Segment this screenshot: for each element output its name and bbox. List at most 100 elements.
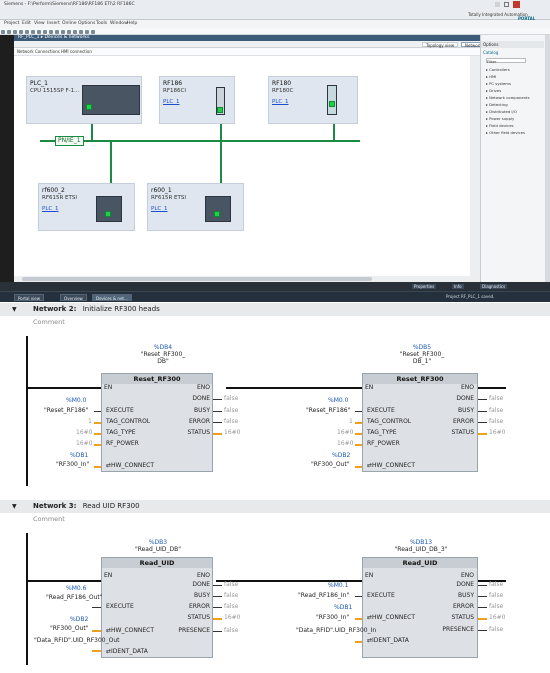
tab-properties[interactable]: Properties xyxy=(412,284,437,289)
device-rf180[interactable]: RF180 RF180C PLC_1 xyxy=(268,76,358,124)
menu-item-project[interactable]: Project xyxy=(4,21,20,26)
main-toolbar xyxy=(0,28,550,35)
catalog-item-power-supply[interactable]: ▸ Power supply xyxy=(486,116,515,121)
profinet-port-icon[interactable] xyxy=(105,211,111,217)
open-project-icon[interactable] xyxy=(7,29,11,34)
new-project-icon[interactable] xyxy=(1,29,5,34)
device-plc-link[interactable]: PLC_1 xyxy=(163,99,180,105)
go-online-icon[interactable] xyxy=(79,29,83,34)
profinet-port-icon[interactable] xyxy=(214,211,220,217)
tab-info[interactable]: Info xyxy=(452,284,464,289)
redo-icon[interactable] xyxy=(55,29,59,34)
function-block-reset-rf300[interactable]: Reset_RF300 xyxy=(362,373,478,472)
collapse-arrow-icon[interactable]: ▼ xyxy=(12,306,17,313)
task-card-tabs[interactable] xyxy=(545,35,550,282)
menu-item-insert[interactable]: Insert xyxy=(47,21,60,26)
paste-icon[interactable] xyxy=(37,29,41,34)
catalog-filter-input[interactable]: Filter xyxy=(486,58,526,64)
tag-control-value[interactable]: 1 xyxy=(349,418,353,425)
delete-icon[interactable] xyxy=(43,29,47,34)
compile-icon[interactable] xyxy=(61,29,65,34)
tab-diagnostics[interactable]: Diagnostics xyxy=(480,284,508,289)
tag-type-value[interactable]: 16#0 xyxy=(337,429,354,436)
network-3-comment[interactable]: Comment xyxy=(0,514,550,525)
device-r600-1[interactable]: r600_1 RF615R ETSI PLC_1 xyxy=(147,183,244,231)
device-plc-link[interactable]: PLC_1 xyxy=(42,206,59,212)
save-icon[interactable] xyxy=(13,29,17,34)
network-label[interactable]: PN/IE_1 xyxy=(55,136,84,146)
execute-tag[interactable]: "Reset_RF186" xyxy=(44,407,89,414)
tab-topology-view[interactable]: Topology view xyxy=(422,42,459,48)
function-block-read-uid[interactable]: Read_UID xyxy=(362,557,478,658)
overview-tab[interactable]: Overview xyxy=(60,294,87,301)
horizontal-scrollbar[interactable] xyxy=(14,276,470,282)
rf-power-value[interactable]: 16#0 xyxy=(337,440,354,447)
portal-view-button[interactable]: Portal view xyxy=(14,294,44,301)
scrollbar-thumb[interactable] xyxy=(22,277,372,281)
menu-item-options[interactable]: Options xyxy=(78,21,96,26)
maximize-icon[interactable] xyxy=(504,2,509,7)
device-plc-link[interactable]: PLC_1 xyxy=(272,99,289,105)
network-canvas[interactable]: PN/IE_1 PLC_1 CPU 1515SP F-1... RF186 RF… xyxy=(14,56,470,282)
menu-item-help[interactable]: Help xyxy=(127,21,138,26)
vertical-scrollbar[interactable] xyxy=(470,56,480,282)
upload-icon[interactable] xyxy=(73,29,77,34)
close-icon[interactable] xyxy=(513,1,520,8)
cut-icon[interactable] xyxy=(25,29,29,34)
network-2-comment[interactable]: Comment xyxy=(0,317,550,328)
copy-icon[interactable] xyxy=(31,29,35,34)
function-block-reset-rf300[interactable]: Reset_RF300 xyxy=(101,373,213,472)
ident-data-tag[interactable]: "Data_RFID".UID_RF300_In xyxy=(296,627,377,634)
catalog-item-other-field-devices[interactable]: ▸ Other field devices xyxy=(486,130,525,135)
menu-item-edit[interactable]: Edit xyxy=(22,21,31,26)
catalog-item-network-components[interactable]: ▸ Network components xyxy=(486,95,530,100)
tag-type-value[interactable]: 16#0 xyxy=(76,429,93,436)
rf-power-value[interactable]: 16#0 xyxy=(76,440,93,447)
execute-tag[interactable]: "Read_RF186_Out" xyxy=(46,594,103,601)
hw-connect-tag[interactable]: "RF300_In" xyxy=(316,614,350,621)
device-plc-1[interactable]: PLC_1 CPU 1515SP F-1... xyxy=(26,76,142,124)
collapse-arrow-icon[interactable]: ▼ xyxy=(12,503,17,510)
tag-control-value[interactable]: 1 xyxy=(88,418,92,425)
device-plc-link[interactable]: PLC_1 xyxy=(151,206,168,212)
device-rf186[interactable]: RF186 RF186CI PLC_1 xyxy=(159,76,235,124)
profinet-port-icon[interactable] xyxy=(329,101,335,107)
status-value: 16#0 xyxy=(224,614,241,621)
execute-tag[interactable]: "Reset_RF186" xyxy=(306,407,351,414)
hw-connect-tag[interactable]: "RF300_Out" xyxy=(311,461,350,468)
hw-connect-tag[interactable]: "RF300_In" xyxy=(56,461,90,468)
menu-item-view[interactable]: View xyxy=(34,21,45,26)
output-wire xyxy=(478,630,487,631)
device-name: r600_1 xyxy=(151,187,172,194)
catalog-item-field-devices[interactable]: ▸ Field devices xyxy=(486,123,514,128)
operand-wire xyxy=(94,466,101,468)
hw-connect-tag[interactable]: "RF300_Out" xyxy=(50,625,89,632)
print-icon[interactable] xyxy=(19,29,23,34)
catalog-item-hmi[interactable]: ▸ HMI xyxy=(486,74,497,79)
network-3-header[interactable]: ▼ Network 3: Read UID RF300 xyxy=(0,500,550,513)
network-2-header[interactable]: ▼ Network 2: Initialize RF300 heads xyxy=(0,303,550,316)
profinet-port-icon[interactable] xyxy=(217,107,223,113)
pin-execute: EXECUTE xyxy=(106,407,134,414)
go-offline-icon[interactable] xyxy=(85,29,89,34)
profinet-port-icon[interactable] xyxy=(86,104,92,110)
accessible-devices-icon[interactable] xyxy=(91,29,95,34)
catalog-item-pc-systems[interactable]: ▸ PC systems xyxy=(486,81,511,86)
output-wire xyxy=(213,399,222,400)
ident-data-tag[interactable]: "Data_RFID".UID_RF300_Out xyxy=(34,637,120,644)
execute-tag[interactable]: "Read_RF186_In" xyxy=(298,592,350,599)
function-block-read-uid[interactable]: Read_UID xyxy=(101,557,213,658)
device-rf600-2[interactable]: rf600_2 RF615R ETSI PLC_1 xyxy=(38,183,135,231)
catalog-item-detecting[interactable]: ▸ Detecting xyxy=(486,102,508,107)
devices-networks-tab[interactable]: Devices & net... xyxy=(92,294,132,301)
catalog-item-distributed-io[interactable]: ▸ Distributed I/O xyxy=(486,109,517,114)
catalog-item-drives[interactable]: ▸ Drives xyxy=(486,88,502,93)
catalog-item-controllers[interactable]: ▸ Controllers xyxy=(486,67,510,72)
minimize-icon[interactable] xyxy=(495,2,500,7)
download-icon[interactable] xyxy=(67,29,71,34)
undo-icon[interactable] xyxy=(49,29,53,34)
pin-rf-power: RF_POWER xyxy=(106,440,139,447)
menu-item-online[interactable]: Online xyxy=(62,21,77,26)
menu-item-window[interactable]: Window xyxy=(110,21,128,26)
menu-item-tools[interactable]: Tools xyxy=(96,21,108,26)
